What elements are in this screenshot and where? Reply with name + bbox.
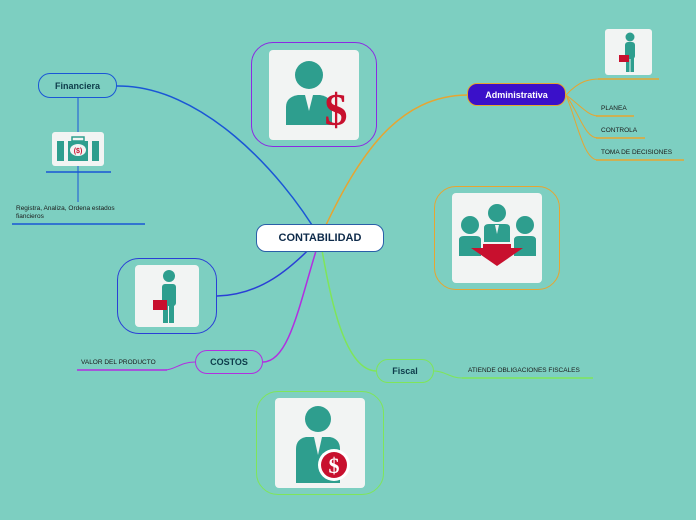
- image-card: [135, 265, 199, 327]
- topic-fiscal-label: Fiscal: [392, 366, 418, 376]
- topic-financiera-label: Financiera: [54, 80, 101, 91]
- topic-costos-label: COSTOS: [210, 357, 248, 367]
- topic-financiera[interactable]: Financiera: [38, 73, 117, 98]
- businessman-coin-icon: $: [296, 406, 350, 483]
- link-fiscal: [319, 237, 377, 372]
- leaf-planea-label: PLANEA: [601, 105, 627, 112]
- link-adm-planea: [565, 94, 599, 117]
- image-card: $: [269, 49, 359, 140]
- leaf-toma-decisiones[interactable]: TOMA DE DECISIONES: [601, 149, 672, 157]
- image-businessman-badge[interactable]: $: [256, 391, 384, 495]
- leaf-atiende-label: ATIENDE OBLIGACIONES FISCALES: [468, 367, 580, 374]
- dollar-badge: $: [329, 453, 340, 478]
- topic-fiscal[interactable]: Fiscal: [376, 359, 434, 383]
- businessman-walking-icon: [153, 270, 176, 323]
- dollar-sign: $: [325, 84, 348, 135]
- image-businessman-dollar[interactable]: $: [251, 42, 377, 147]
- link-administrativa: [319, 94, 468, 239]
- image-businessman-briefcase[interactable]: [117, 258, 217, 334]
- link-fiscal-leaf: [433, 370, 463, 379]
- leaf-planea[interactable]: PLANEA: [601, 105, 627, 113]
- link-adm-controla: [565, 94, 599, 139]
- businessman-briefcase-icon: [618, 32, 635, 72]
- link-costos-leaf: [164, 361, 196, 371]
- image-team-meeting[interactable]: [434, 186, 560, 290]
- topic-costos[interactable]: COSTOS: [195, 350, 263, 374]
- leaf-valor-label: VALOR DEL PRODUCTO: [81, 359, 156, 366]
- leaf-atiende[interactable]: ATIENDE OBLIGACIONES FISCALES: [468, 367, 580, 375]
- money-sign-small: ($): [74, 148, 83, 155]
- link-adm-image: [565, 78, 601, 96]
- leaf-controla-label: CONTROLA: [601, 127, 638, 134]
- leaf-valor-producto[interactable]: VALOR DEL PRODUCTO: [81, 359, 156, 367]
- image-card: [452, 193, 542, 283]
- topic-administrativa-label: Administrativa: [485, 89, 548, 100]
- link-financiera: [116, 85, 321, 239]
- link-adm-toma: [565, 94, 599, 161]
- leaf-toma-label: TOMA DE DECISIONES: [601, 149, 673, 156]
- leaf-registra[interactable]: Registra, Analiza, Ordena estados fianci…: [16, 205, 144, 221]
- image-money-case[interactable]: ($): [52, 132, 104, 166]
- leaf-registra-label: Registra, Analiza, Ordena estados fianci…: [16, 205, 115, 220]
- image-card: $: [275, 398, 365, 488]
- briefcase-money-icon: ($): [57, 136, 99, 161]
- central-topic[interactable]: CONTABILIDAD: [256, 224, 384, 252]
- link-costos: [262, 237, 321, 363]
- leaf-controla[interactable]: CONTROLA: [601, 127, 637, 135]
- topic-administrativa[interactable]: Administrativa: [467, 83, 566, 106]
- team-group-icon: [459, 204, 536, 266]
- image-small-businessman[interactable]: [605, 29, 652, 75]
- central-topic-label: CONTABILIDAD: [278, 232, 362, 244]
- businessman-dollar-icon: $: [286, 60, 348, 135]
